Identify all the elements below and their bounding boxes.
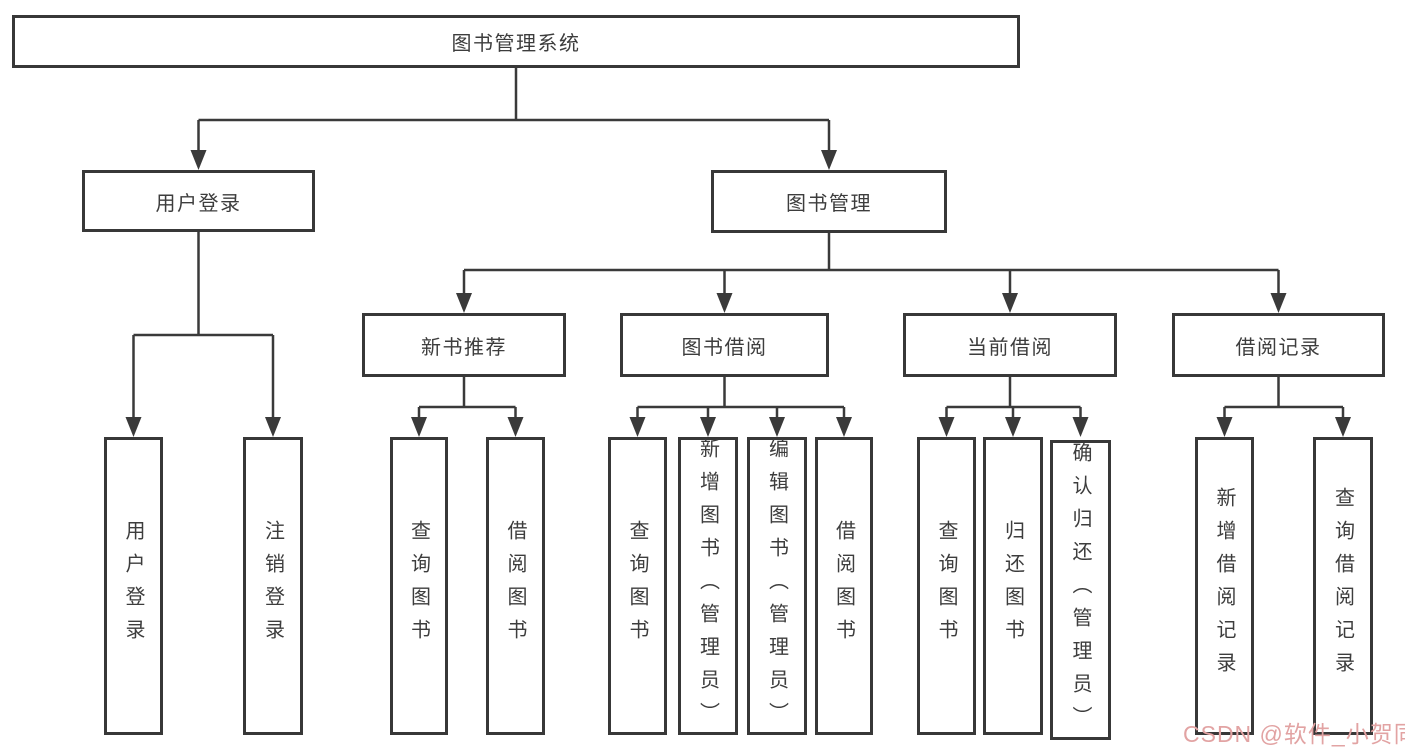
node-label: 图书管理 — [786, 193, 872, 215]
node-label: 查询图书 — [407, 520, 430, 652]
node-label: 图书借阅 — [681, 336, 768, 359]
leaf-borrow-books-recommend: 借阅图书 — [486, 437, 545, 735]
node-label: 归还图书 — [1001, 520, 1024, 652]
node-book-management: 图书管理 — [711, 170, 947, 233]
node-borrowing-records: 借阅记录 — [1172, 313, 1385, 377]
node-label: 确认归还（管理员） — [1069, 441, 1091, 739]
node-label: 用户登录 — [122, 520, 144, 652]
leaf-add-borrowing-record: 新增借阅记录 — [1195, 437, 1254, 735]
node-label: 新增借阅记录 — [1213, 487, 1235, 685]
node-label: 借阅图书 — [504, 520, 526, 652]
node-label: 用户登录 — [155, 192, 242, 215]
arrowheads — [125, 150, 1351, 437]
csdn-watermark: CSDN @软件_小贺同学 — [1183, 721, 1405, 747]
leaf-borrow-books-borrowing: 借阅图书 — [815, 437, 873, 735]
node-book-borrowing: 图书借阅 — [620, 313, 829, 377]
leaf-query-books-borrowing: 查询图书 — [608, 437, 667, 735]
leaf-logout: 注销登录 — [243, 437, 303, 735]
node-user-login: 用户登录 — [82, 170, 315, 232]
leaf-confirm-return-admin: 确认归还（管理员） — [1050, 440, 1111, 740]
node-label: 查询图书 — [626, 520, 648, 652]
node-current-borrowing: 当前借阅 — [903, 313, 1117, 377]
node-label: 当前借阅 — [967, 336, 1053, 359]
node-label: 新增图书（管理员） — [696, 437, 719, 735]
leaf-user-login: 用户登录 — [104, 437, 163, 735]
node-library-management-system: 图书管理系统 — [12, 15, 1020, 68]
node-label: 图书管理系统 — [451, 33, 581, 55]
node-label: 借阅图书 — [832, 520, 855, 652]
node-label: 新书推荐 — [421, 336, 507, 359]
leaf-add-book-admin: 新增图书（管理员） — [678, 437, 738, 735]
leaf-query-books-current: 查询图书 — [917, 437, 976, 735]
node-label: 注销登录 — [261, 520, 284, 652]
leaf-query-books-recommend: 查询图书 — [390, 437, 448, 735]
node-label: 编辑图书（管理员） — [765, 437, 788, 735]
leaf-query-borrowing-record: 查询借阅记录 — [1313, 437, 1373, 735]
node-label: 借阅记录 — [1235, 336, 1322, 359]
node-new-book-recommendation: 新书推荐 — [362, 313, 566, 377]
leaf-return-book: 归还图书 — [983, 437, 1043, 735]
node-label: 查询图书 — [935, 520, 957, 652]
leaf-edit-book-admin: 编辑图书（管理员） — [747, 437, 807, 735]
node-label: 查询借阅记录 — [1331, 487, 1354, 685]
